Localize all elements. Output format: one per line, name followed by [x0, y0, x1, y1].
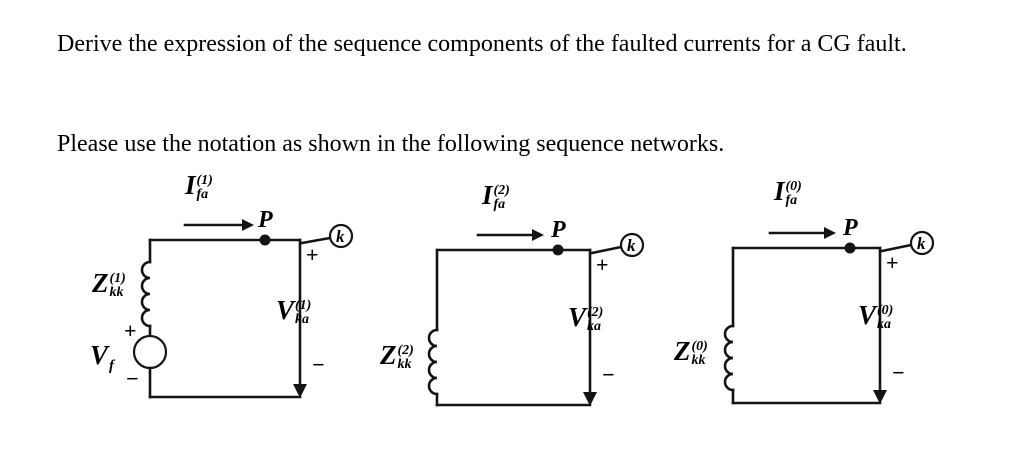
- voltage-minus-sign: −: [602, 362, 615, 387]
- bus-connector: [300, 236, 332, 245]
- voltage-arrowhead: [293, 384, 307, 398]
- node-p-dot: [844, 242, 856, 254]
- voltage-vka-label: V(0)ka: [858, 300, 894, 332]
- node-p-label: P: [258, 207, 273, 233]
- impedance-zkk-label: Z(2)kk: [380, 340, 414, 372]
- question-text: Derive the expression of the sequence co…: [57, 31, 907, 57]
- source-minus-sign: −: [126, 366, 139, 391]
- positive-sequence-network: I(1)fa P k + V(1)ka − Z(1)kk + Vf −: [90, 172, 360, 424]
- bus-k-label: k: [627, 236, 636, 255]
- voltage-plus-sign: +: [306, 242, 319, 267]
- bus-k-circle: [328, 223, 354, 249]
- voltage-arrowhead: [873, 390, 887, 404]
- fault-current-label: I(2)fa: [482, 180, 510, 212]
- voltage-plus-sign: +: [886, 250, 899, 275]
- impedance-coil: [723, 324, 735, 392]
- circuit-wires: [723, 227, 935, 405]
- circuit-wires: [427, 229, 645, 407]
- node-p-dot: [552, 244, 564, 256]
- voltage-minus-sign: −: [312, 352, 325, 377]
- bus-k-label: k: [336, 227, 345, 246]
- instruction-text: Please use the notation as shown in the …: [57, 131, 725, 157]
- node-p-dot: [259, 234, 271, 246]
- current-arrowhead: [824, 227, 836, 239]
- bus-connector: [590, 245, 623, 255]
- circuit-wires: [132, 219, 354, 399]
- impedance-coil: [140, 260, 152, 328]
- bus-connector: [880, 243, 913, 253]
- node-p-label: P: [551, 217, 566, 243]
- source-plus-sign: +: [124, 318, 137, 343]
- voltage-vka-label: V(1)ka: [276, 295, 312, 327]
- source-vf-label: Vf: [90, 340, 115, 374]
- voltage-arrowhead: [583, 392, 597, 406]
- bus-k-label: k: [917, 234, 926, 253]
- fault-current-label: I(0)fa: [774, 176, 802, 208]
- impedance-zkk-label: Z(0)kk: [674, 336, 708, 368]
- impedance-coil: [427, 328, 439, 396]
- voltage-vka-label: V(2)ka: [568, 302, 604, 334]
- impedance-zkk-label: Z(1)kk: [92, 268, 126, 300]
- voltage-plus-sign: +: [596, 252, 609, 277]
- current-arrowhead: [532, 229, 544, 241]
- source-circle: [132, 334, 168, 370]
- fault-current-label: I(1)fa: [185, 170, 213, 202]
- bus-k-circle: [619, 232, 645, 258]
- bus-k-circle: [909, 230, 935, 256]
- zero-sequence-network: I(0)fa P k + V(0)ka − Z(0)kk: [660, 178, 950, 423]
- node-p-label: P: [843, 215, 858, 241]
- voltage-minus-sign: −: [892, 360, 905, 385]
- negative-sequence-network: I(2)fa P k + V(2)ka − Z(2)kk: [370, 180, 655, 425]
- current-arrowhead: [242, 219, 254, 231]
